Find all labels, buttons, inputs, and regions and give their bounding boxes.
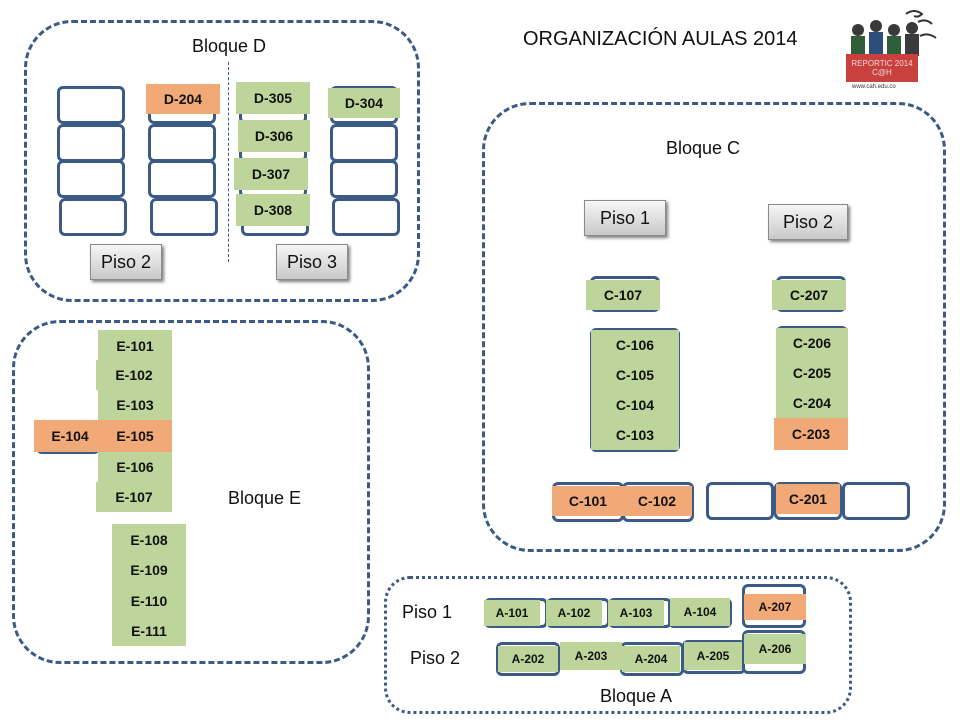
piso-3-button[interactable]: Piso 3 — [276, 244, 348, 280]
logo-line2: C@H — [872, 68, 892, 77]
room-a-102[interactable]: A-102 — [546, 600, 602, 626]
piso-1-button[interactable]: Piso 1 — [584, 200, 666, 236]
room-a-101[interactable]: A-101 — [484, 600, 540, 626]
logo-line1: REPORTIC 2014 — [851, 59, 913, 68]
room-c-105[interactable]: C-105 — [591, 360, 679, 390]
room-d-308[interactable]: D-308 — [236, 194, 310, 226]
room-e-108[interactable]: E-108 — [112, 524, 186, 556]
piso-2-button[interactable]: Piso 2 — [768, 204, 848, 240]
bloque-e-outline — [12, 320, 370, 664]
room-e-106[interactable]: E-106 — [98, 452, 172, 482]
bloque-a-outline — [384, 576, 852, 714]
bloque-d-outline — [24, 20, 420, 302]
room[interactable] — [57, 124, 125, 162]
room-c-107[interactable]: C-107 — [586, 280, 660, 310]
room[interactable] — [706, 482, 774, 520]
room-a-204[interactable]: A-204 — [622, 646, 680, 672]
room-a-103[interactable]: A-103 — [608, 600, 664, 626]
room[interactable] — [330, 124, 398, 162]
room-e-111[interactable]: E-111 — [112, 616, 186, 646]
room-c-106[interactable]: C-106 — [591, 330, 679, 360]
room-e-109[interactable]: E-109 — [112, 554, 186, 586]
room-a-203[interactable]: A-203 — [560, 642, 622, 670]
room-c-204[interactable]: C-204 — [776, 388, 848, 418]
room-a-205[interactable]: A-205 — [684, 642, 742, 670]
room-e-101[interactable]: E-101 — [98, 330, 172, 362]
logo-url: www.cah.edu.co — [852, 84, 896, 90]
room-c-206[interactable]: C-206 — [776, 328, 848, 358]
page-title: ORGANIZACIÓN AULAS 2014 — [523, 28, 798, 50]
room-c-104[interactable]: C-104 — [591, 390, 679, 420]
room-d-304[interactable]: D-304 — [328, 88, 400, 118]
bloque-d-divider — [228, 62, 229, 262]
room-c-205[interactable]: C-205 — [776, 358, 848, 388]
room-c-203[interactable]: C-203 — [774, 418, 848, 450]
room-c-103[interactable]: C-103 — [591, 420, 679, 450]
room-e-105[interactable]: E-105 — [98, 420, 172, 452]
bloque-c-outline — [482, 102, 946, 552]
room-d-306[interactable]: D-306 — [238, 120, 310, 152]
bloque-e-title: Bloque E — [228, 488, 302, 508]
piso-2-button[interactable]: Piso 2 — [90, 244, 162, 280]
room[interactable] — [842, 482, 910, 520]
room[interactable] — [59, 198, 127, 236]
people-icon — [851, 10, 937, 56]
room-c-201[interactable]: C-201 — [776, 484, 840, 514]
room-e-107[interactable]: E-107 — [96, 482, 172, 512]
room-d-307[interactable]: D-307 — [234, 158, 308, 190]
bloque-a-piso-2-label: Piso 2 — [410, 648, 461, 668]
room[interactable] — [148, 160, 216, 198]
room[interactable] — [330, 160, 398, 198]
logo-banner: REPORTIC 2014 C@H — [846, 54, 918, 82]
room-a-206[interactable]: A-206 — [744, 634, 806, 664]
bloque-c-title: Bloque C — [666, 138, 741, 158]
room[interactable] — [150, 198, 218, 236]
bloque-a-piso-1-label: Piso 1 — [402, 602, 453, 622]
room-e-104[interactable]: E-104 — [34, 420, 106, 452]
room-c-102[interactable]: C-102 — [622, 486, 692, 516]
room-d-204[interactable]: D-204 — [146, 84, 220, 114]
bloque-d-title: Bloque D — [192, 36, 267, 56]
room-c-207[interactable]: C-207 — [772, 280, 846, 310]
room[interactable] — [57, 86, 125, 124]
room[interactable] — [332, 198, 400, 236]
room-e-102[interactable]: E-102 — [96, 360, 172, 390]
room-c-101[interactable]: C-101 — [552, 486, 624, 516]
bloque-a-title: Bloque A — [600, 686, 673, 706]
room-a-202[interactable]: A-202 — [498, 646, 558, 672]
school-logo: REPORTIC 2014 C@H www.cah.edu.co — [846, 8, 942, 92]
room[interactable] — [57, 160, 125, 198]
room-a-207[interactable]: A-207 — [744, 594, 806, 620]
room-e-103[interactable]: E-103 — [98, 390, 172, 420]
room-a-104[interactable]: A-104 — [670, 598, 730, 626]
room-d-305[interactable]: D-305 — [236, 82, 310, 114]
room[interactable] — [148, 124, 216, 162]
room-e-110[interactable]: E-110 — [112, 586, 186, 616]
